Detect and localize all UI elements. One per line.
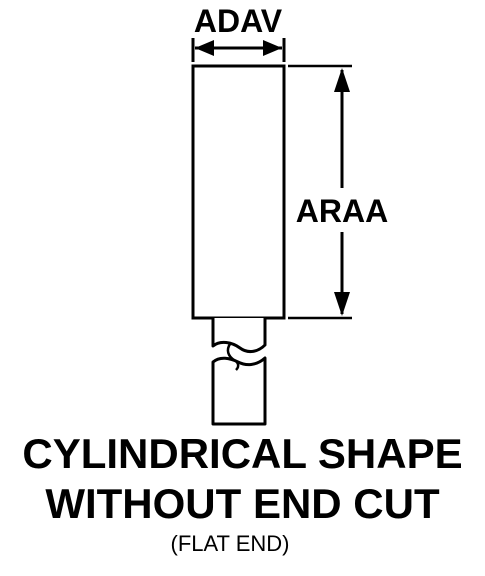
width-arrow-right [263,40,282,56]
shank-upper-segment [211,318,267,354]
shank-lower-segment [211,356,267,426]
width-dimension: ADAV [191,3,286,62]
length-dimension: ARAA [288,64,388,320]
width-arrow-left [195,40,214,56]
shank [211,318,267,426]
width-dimension-label: ADAV [194,3,283,39]
caption-title-line-1: CYLINDRICAL SHAPE [22,430,463,477]
break-line-squiggle [226,343,240,371]
length-dimension-label: ARAA [296,193,388,229]
caption-subtitle: (FLAT END) [170,531,290,556]
length-arrow-bottom [334,292,350,316]
caption-title-line-2: WITHOUT END CUT [45,480,440,527]
length-arrow-top [334,68,350,92]
cylinder-body [191,64,286,320]
